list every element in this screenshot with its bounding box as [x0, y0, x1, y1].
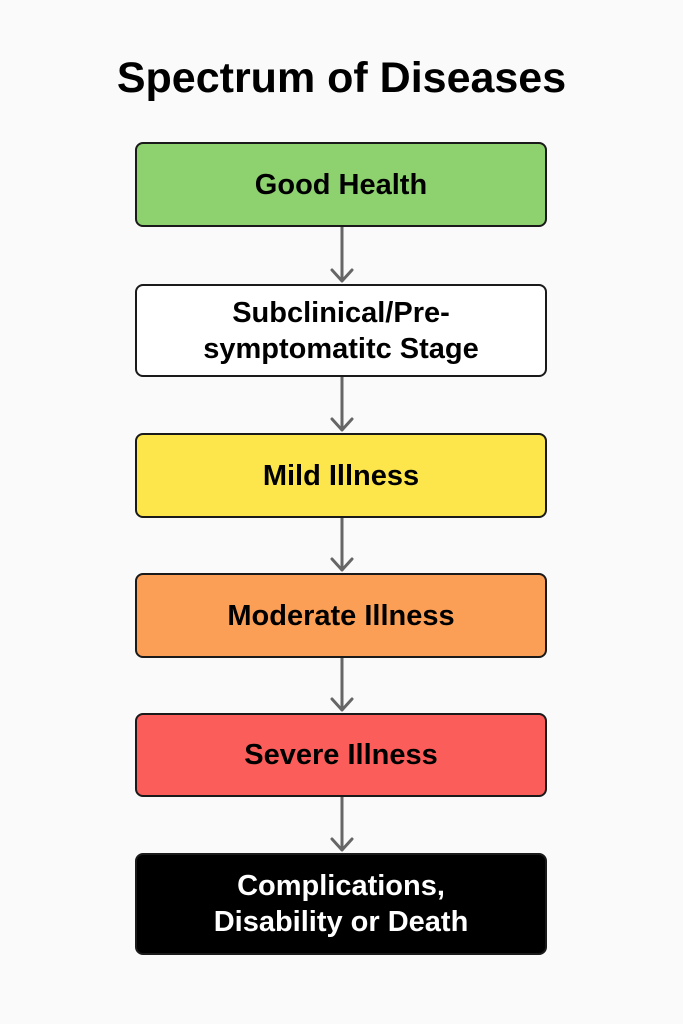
arrow-down-icon — [330, 377, 354, 432]
stage-complications: Complications, Disability or Death — [135, 853, 547, 955]
stage-subclinical: Subclinical/Pre- symptomatitc Stage — [135, 284, 547, 377]
stage-mild-illness: Mild Illness — [135, 433, 547, 518]
arrow-2 — [329, 377, 355, 433]
arrow-5 — [329, 797, 355, 853]
arrow-down-icon — [330, 518, 354, 572]
stage-complications-label: Complications, Disability or Death — [213, 870, 469, 938]
arrow-4 — [329, 658, 355, 713]
stage-moderate-illness-label: Moderate Illness — [227, 599, 455, 632]
arrow-head — [330, 837, 354, 852]
stage-moderate-illness: Moderate Illness — [135, 573, 547, 658]
arrow-head — [330, 417, 354, 432]
stage-severe-illness: Severe Illness — [135, 713, 547, 797]
stage-good-health: Good Health — [135, 142, 547, 227]
stage-mild-illness-label: Mild Illness — [262, 459, 420, 492]
arrow-down-icon — [330, 658, 354, 712]
arrow-3 — [329, 518, 355, 573]
stage-severe-illness-label: Severe Illness — [244, 739, 438, 771]
diagram-title: Spectrum of Diseases — [116, 54, 567, 102]
arrow-1 — [329, 227, 355, 284]
arrow-head — [330, 268, 354, 283]
arrow-head — [330, 697, 354, 712]
stage-good-health-label: Good Health — [254, 168, 428, 201]
arrow-head — [330, 557, 354, 572]
arrow-down-icon — [330, 797, 354, 852]
arrow-down-icon — [330, 227, 354, 283]
stage-subclinical-label: Subclinical/Pre- symptomatitc Stage — [203, 296, 479, 365]
